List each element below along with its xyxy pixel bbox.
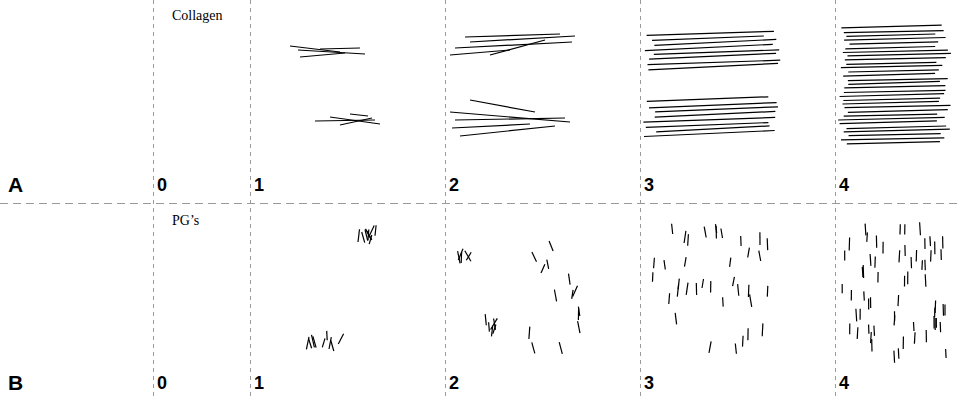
collagen-fibres [290, 25, 951, 144]
stage-number: 4 [839, 176, 849, 194]
row-title: Collagen [172, 9, 223, 23]
row-letter: B [8, 372, 23, 393]
stage-number: 2 [449, 374, 459, 392]
stage-number: 1 [254, 176, 264, 194]
row-letter: A [8, 174, 23, 195]
stage-number: 1 [254, 374, 264, 392]
stage-number: 3 [644, 176, 654, 194]
stage-number: 0 [157, 374, 167, 392]
proteoglycans [306, 222, 946, 363]
stage-number: 4 [839, 374, 849, 392]
stage-number: 2 [449, 176, 459, 194]
row-title: PG’s [172, 214, 199, 228]
stage-number: 0 [157, 176, 167, 194]
stage-number: 3 [644, 374, 654, 392]
